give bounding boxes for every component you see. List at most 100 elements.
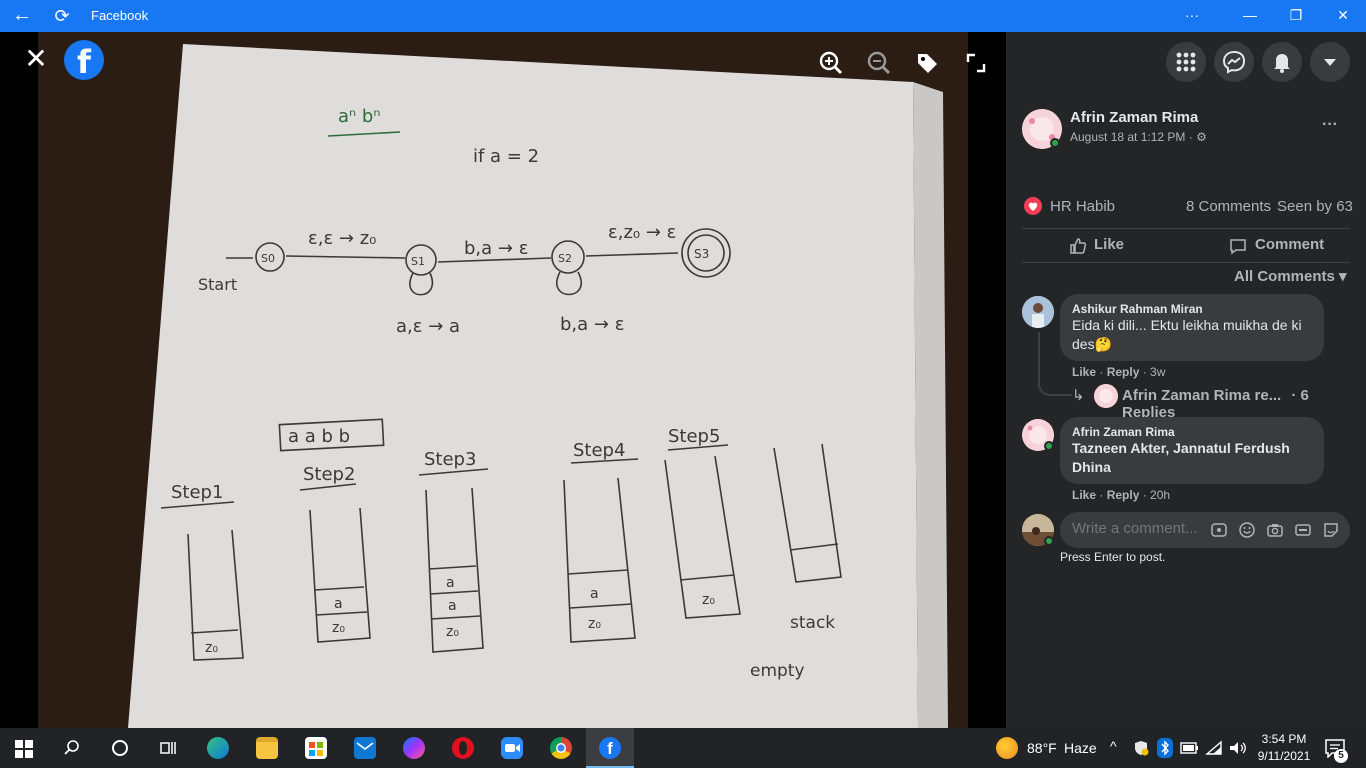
loop-s1-label: a,ε → a — [396, 316, 460, 337]
comment-label: Comment — [1255, 236, 1325, 253]
comment-text: Eida ki dili... Ektu leikha muikha de ki… — [1072, 317, 1302, 352]
online-status-dot — [1044, 441, 1054, 451]
battery-icon[interactable] — [1180, 741, 1200, 755]
view-replies-link[interactable]: Afrin Zaman Rima re... · 6 Replies — [1122, 387, 1366, 421]
sticker-icon[interactable] — [1322, 521, 1340, 539]
weather-condition[interactable]: Haze — [1064, 740, 1097, 756]
comment-author[interactable]: Afrin Zaman Rima — [1072, 425, 1175, 439]
taskbar-zoom[interactable] — [488, 728, 536, 768]
emoji-icon[interactable] — [1238, 521, 1256, 539]
seen-by-count[interactable]: Seen by 63 — [1277, 198, 1353, 215]
zoom-out-icon[interactable] — [864, 48, 894, 78]
taskbar-mail[interactable] — [341, 728, 389, 768]
state-s2: S2 — [558, 252, 572, 265]
loop-s2-label: b,a → ε — [560, 314, 624, 335]
action-center-button[interactable]: 5 — [1318, 728, 1366, 768]
fullscreen-icon[interactable] — [961, 48, 991, 78]
post-more-button[interactable]: ··· — [1322, 116, 1338, 133]
start-button[interactable] — [0, 728, 48, 768]
thread-line — [1038, 332, 1072, 396]
transition-23: ε,z₀ → ε — [608, 222, 676, 243]
messenger-app-icon — [403, 737, 425, 759]
account-menu-icon[interactable] — [1310, 42, 1350, 82]
state-s1: S1 — [411, 255, 425, 268]
comment-author[interactable]: Ashikur Rahman Miran — [1072, 302, 1203, 316]
comment-reply-link[interactable]: Reply — [1106, 488, 1140, 502]
taskbar-store[interactable] — [292, 728, 340, 768]
wifi-icon[interactable] — [1205, 739, 1223, 757]
facebook-app-icon: f — [599, 737, 621, 759]
windows-logo-icon — [15, 740, 33, 758]
comment-text[interactable]: Tazneen Akter, Jannatul Ferdush Dhina — [1072, 440, 1290, 475]
back-arrow-icon[interactable]: ← — [12, 4, 32, 26]
comment-time[interactable]: 20h — [1150, 488, 1171, 502]
reactor-name[interactable]: HR Habib — [1050, 198, 1116, 215]
taskbar-edge[interactable] — [194, 728, 242, 768]
window-title: Facebook — [91, 8, 149, 23]
like-button[interactable]: Like — [1022, 228, 1186, 262]
comment-input[interactable] — [1072, 520, 1202, 537]
close-viewer-button[interactable]: ✕ — [24, 43, 48, 74]
comment-time[interactable]: 3w — [1150, 365, 1166, 379]
menu-grid-icon[interactable] — [1166, 42, 1206, 82]
messenger-icon[interactable] — [1214, 42, 1254, 82]
cortana-button[interactable] — [96, 728, 144, 768]
facebook-logo-icon[interactable]: f — [64, 40, 104, 81]
taskbar-facebook[interactable]: f — [586, 728, 634, 768]
comment-button[interactable]: Comment — [1186, 228, 1350, 262]
taskbar: f 88°F Haze ^ 3:54 PM 9/11/2021 5 — [0, 728, 1366, 768]
comment-reply-link[interactable]: Reply — [1106, 365, 1140, 379]
taskbar-chrome[interactable] — [537, 728, 585, 768]
notifications-bell-icon[interactable] — [1262, 42, 1302, 82]
comment-bubble: Afrin Zaman Rima Tazneen Akter, Jannatul… — [1060, 417, 1324, 484]
tag-icon[interactable] — [912, 48, 942, 78]
avatar-sticker-icon[interactable] — [1210, 521, 1228, 539]
bluetooth-icon[interactable] — [1157, 738, 1173, 758]
comments-count[interactable]: 8 Comments — [1186, 198, 1272, 215]
author-name[interactable]: Afrin Zaman Rima — [1070, 109, 1199, 126]
photo-viewer: aⁿ bⁿ if a = 2 Start S0 S1 S2 S3 ε,ε → z… — [0, 32, 1006, 728]
comment-composer[interactable] — [1060, 512, 1350, 548]
zoom-in-icon[interactable] — [816, 48, 846, 78]
clock-date[interactable]: 9/11/2021 — [1257, 749, 1311, 763]
gif-icon[interactable] — [1294, 521, 1312, 539]
photo-condition: if a = 2 — [473, 146, 539, 167]
reply-avatar[interactable] — [1094, 384, 1118, 408]
handwritten-notes-image: aⁿ bⁿ if a = 2 Start S0 S1 S2 S3 ε,ε → z… — [128, 44, 948, 728]
comment-like-link[interactable]: Like — [1072, 488, 1097, 502]
post-timestamp[interactable]: August 18 at 1:12 PM · ⚙ — [1070, 130, 1207, 144]
taskbar-messenger[interactable] — [390, 728, 438, 768]
all-comments-filter[interactable]: All Comments ▾ — [1234, 268, 1347, 285]
volume-icon[interactable] — [1228, 739, 1248, 757]
refresh-icon[interactable]: ⟳ — [54, 6, 70, 26]
camera-icon[interactable] — [1266, 521, 1284, 539]
security-icon[interactable] — [1132, 739, 1150, 757]
stack2-z0: z₀ — [332, 620, 345, 636]
taskbar-opera[interactable] — [439, 728, 487, 768]
state-s3: S3 — [694, 247, 709, 261]
empty-label: empty — [750, 661, 805, 681]
step3-label: Step3 — [424, 449, 476, 470]
close-button[interactable]: ✕ — [1337, 7, 1349, 23]
stack2-a: a — [334, 596, 343, 612]
reply-count: · 6 Replies — [1122, 387, 1309, 421]
clock-time[interactable]: 3:54 PM — [1261, 732, 1307, 746]
maximize-button[interactable]: ❐ — [1289, 7, 1303, 23]
notification-count-badge: 5 — [1334, 749, 1348, 763]
comment-like-link[interactable]: Like — [1072, 365, 1097, 379]
task-view-button[interactable] — [144, 728, 192, 768]
stack3-a1: a — [446, 575, 455, 591]
stack1-z0: z₀ — [205, 640, 218, 656]
tray-chevron[interactable]: ^ — [1110, 738, 1117, 754]
commenter-avatar[interactable] — [1022, 296, 1054, 328]
comment-bubble: Ashikur Rahman Miran Eida ki dili... Ekt… — [1060, 294, 1324, 361]
chrome-icon — [550, 737, 572, 759]
like-label: Like — [1094, 236, 1125, 253]
search-button[interactable] — [48, 728, 96, 768]
more-options-button[interactable]: ··· — [1185, 7, 1199, 23]
weather-temperature[interactable]: 88°F — [1027, 740, 1057, 756]
folder-icon — [256, 737, 278, 759]
minimize-button[interactable]: — — [1243, 7, 1257, 23]
weather-sun-icon[interactable] — [996, 737, 1018, 759]
taskbar-file-explorer[interactable] — [243, 728, 291, 768]
